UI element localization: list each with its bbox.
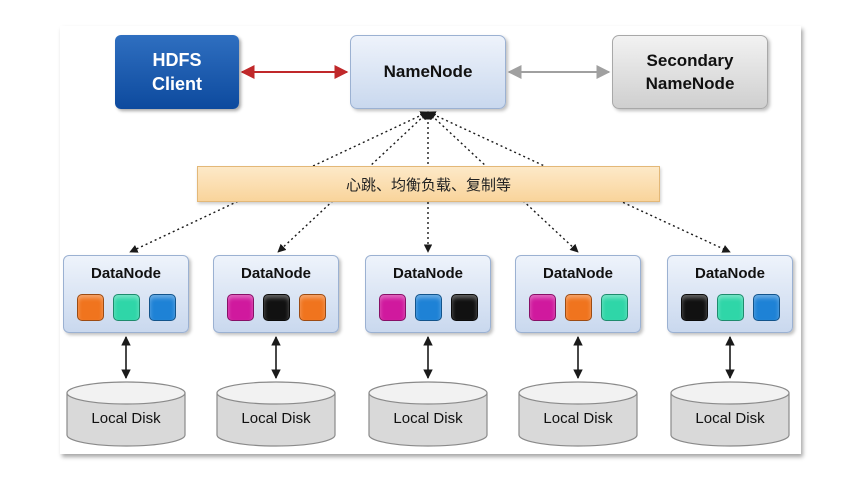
secondary-namenode-box: Secondary NameNode (612, 35, 768, 109)
orange-data-block (564, 294, 592, 321)
datanode-5: DataNode (667, 255, 793, 333)
magenta-data-block (528, 294, 556, 321)
block-row (366, 294, 490, 321)
block-row (64, 294, 188, 321)
local-disk-5: Local Disk (668, 380, 792, 448)
orange-data-block (298, 294, 326, 321)
hdfs-client-box: HDFS Client (115, 35, 239, 109)
disk-icon (368, 381, 488, 447)
heartbeat-banner: 心跳、均衡负载、复制等 (197, 166, 660, 202)
datanode-label: DataNode (240, 265, 311, 282)
heartbeat-banner-label: 心跳、均衡负载、复制等 (345, 175, 511, 194)
blue-data-block (752, 294, 780, 321)
blue-data-block (414, 294, 442, 321)
secondary-label-line2: NameNode (645, 74, 735, 93)
teal-data-block (716, 294, 744, 321)
black-data-block (680, 294, 708, 321)
hdfs-client-label-line1: HDFS (152, 50, 202, 70)
datanode-3: DataNode (365, 255, 491, 333)
hdfs-client-label-line2: Client (151, 74, 202, 94)
block-row (516, 294, 640, 321)
disk-icon (518, 381, 638, 447)
disk-label: Local Disk (91, 410, 161, 427)
disk-icon (66, 381, 186, 447)
local-disk-1: Local Disk (64, 380, 188, 448)
disk-links (121, 336, 735, 379)
black-data-block (450, 294, 478, 321)
black-data-block (262, 294, 290, 321)
disk-icon (216, 381, 336, 447)
teal-data-block (600, 294, 628, 321)
disk-icon (670, 381, 790, 447)
datanode-label: DataNode (694, 265, 765, 282)
namenode-box: NameNode (350, 35, 506, 109)
disk-label: Local Disk (241, 410, 311, 427)
block-row (668, 294, 792, 321)
disk-label: Local Disk (543, 410, 613, 427)
datanode-1: DataNode (63, 255, 189, 333)
orange-data-block (76, 294, 104, 321)
local-disk-2: Local Disk (214, 380, 338, 448)
magenta-data-block (378, 294, 406, 321)
datanode-label: DataNode (90, 265, 161, 282)
blue-data-block (148, 294, 176, 321)
disk-label: Local Disk (695, 410, 765, 427)
block-row (214, 294, 338, 321)
teal-data-block (112, 294, 140, 321)
namenode-label: NameNode (383, 62, 473, 81)
local-disk-4: Local Disk (516, 380, 640, 448)
datanode-label: DataNode (542, 265, 613, 282)
datanode-2: DataNode (213, 255, 339, 333)
local-disk-3: Local Disk (366, 380, 490, 448)
secondary-label-line1: Secondary (646, 51, 734, 70)
magenta-data-block (226, 294, 254, 321)
disk-label: Local Disk (393, 410, 463, 427)
datanode-4: DataNode (515, 255, 641, 333)
datanode-label: DataNode (392, 265, 463, 282)
